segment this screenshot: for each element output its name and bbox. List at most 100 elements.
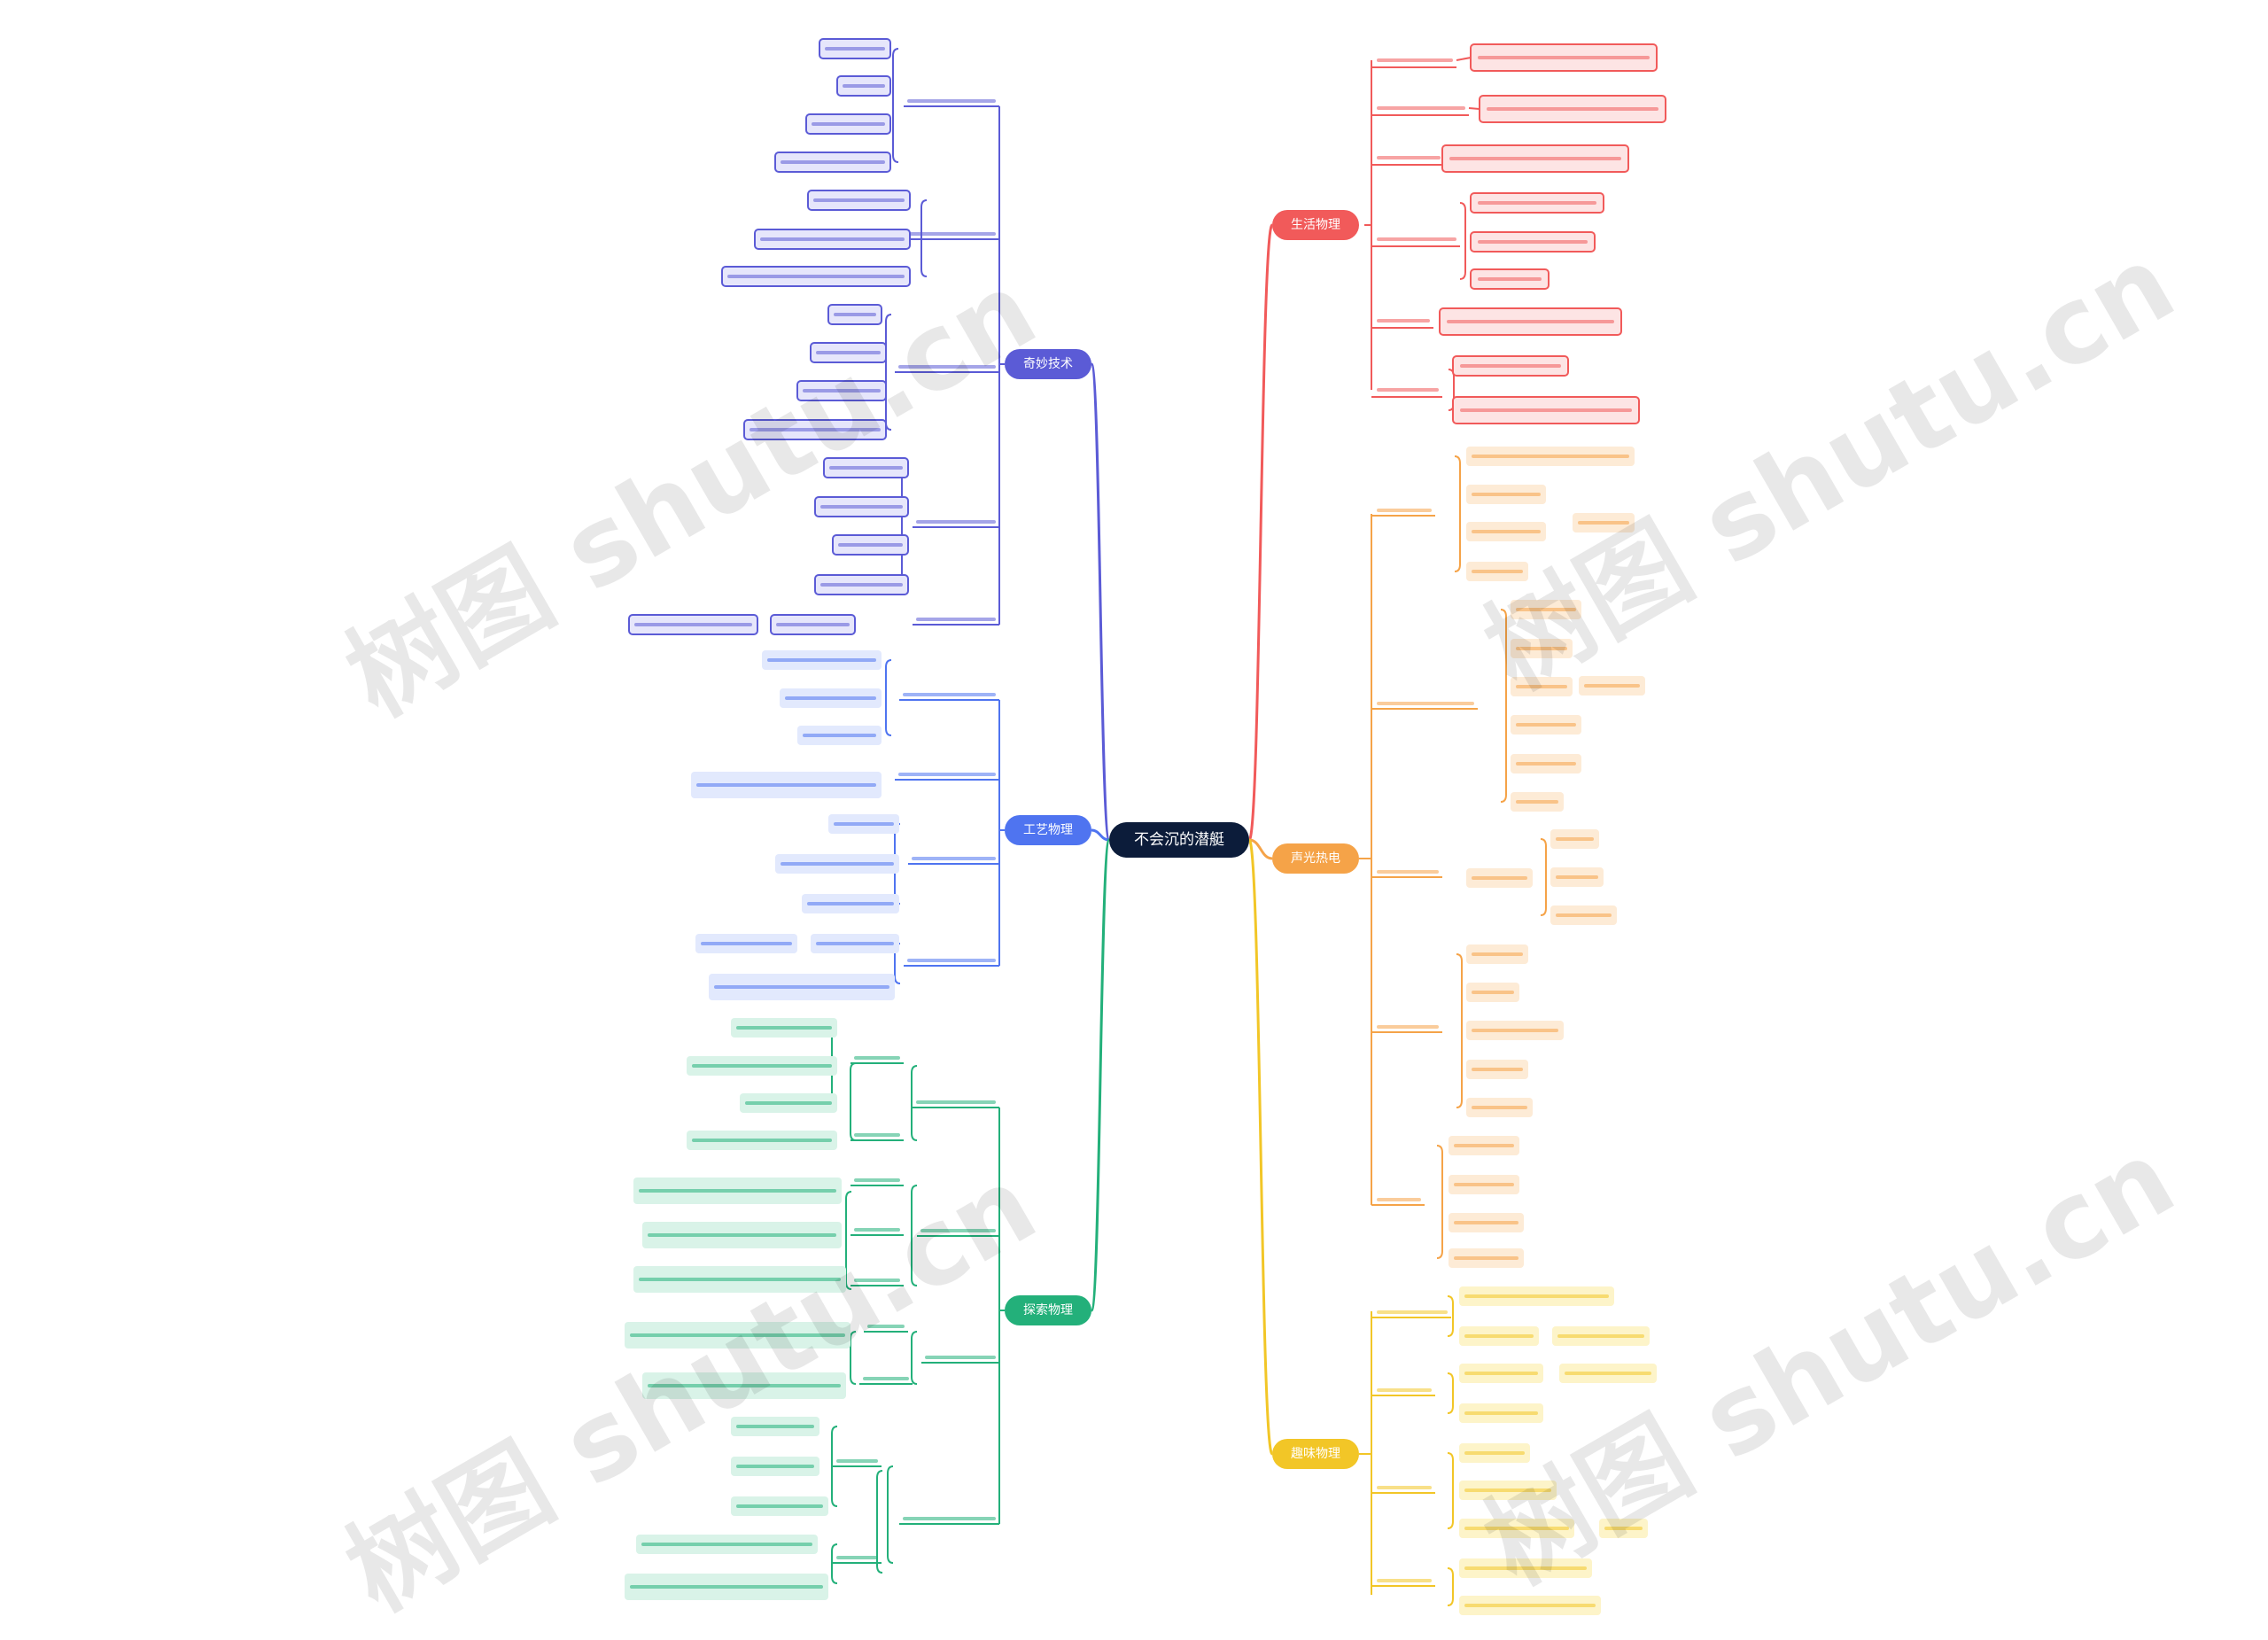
node-label-blur: [1377, 237, 1456, 241]
node-label-blur: [1377, 1310, 1448, 1314]
node-label-blur: [727, 275, 905, 278]
node-label-blur: [907, 99, 996, 103]
node-label-blur: [639, 1189, 836, 1193]
node-label-blur: [630, 1333, 845, 1337]
node-label-blur: [692, 1064, 832, 1068]
branch-node-orange[interactable]: [1272, 843, 1359, 874]
node-label-blur: [745, 1101, 832, 1105]
branch-connector-green: [1090, 838, 1111, 1312]
node-label-blur: [854, 1178, 900, 1182]
connector: [1468, 107, 1480, 110]
node-label-blur: [898, 773, 996, 776]
node-label-blur: [1578, 521, 1629, 525]
node-label-blur: [854, 1279, 900, 1282]
node-label-blur: [834, 822, 894, 826]
node-label-blur: [803, 734, 876, 737]
node-label-blur: [1464, 1604, 1596, 1607]
node-label-blur: [634, 623, 752, 626]
branch-label-red: 生活物理: [1291, 218, 1340, 232]
node-label-blur: [1472, 991, 1514, 994]
node-label-blur: [813, 198, 905, 202]
node-label-blur: [785, 696, 876, 700]
node-label-blur: [1464, 1527, 1569, 1530]
node-label-blur: [1556, 837, 1594, 841]
node-label-blur: [1464, 1334, 1534, 1338]
node-label-blur: [1464, 1372, 1538, 1375]
node-label-blur: [1478, 201, 1596, 205]
node-label-blur: [916, 618, 996, 621]
connector: [1447, 1372, 1454, 1414]
root-node[interactable]: [1109, 822, 1249, 858]
node-label-blur: [736, 1425, 814, 1428]
node-label-blur: [1464, 1294, 1609, 1298]
node-label-blur: [1377, 1198, 1421, 1201]
branch-label-purple: 奇妙技术: [1023, 356, 1073, 371]
node-label-blur: [1472, 1068, 1523, 1071]
connector: [1456, 953, 1463, 1108]
node-label-blur: [1464, 1411, 1538, 1415]
node-label-blur: [854, 1056, 900, 1060]
node-label-blur: [714, 985, 889, 989]
connector: [1456, 57, 1472, 61]
node-label-blur: [1472, 1029, 1558, 1032]
connector: [1540, 838, 1547, 916]
branch-node-purple[interactable]: [1005, 349, 1091, 379]
node-label-blur: [1472, 1106, 1527, 1109]
branch-connector-purple: [1090, 362, 1111, 842]
node-label-blur: [820, 505, 903, 509]
node-label-blur: [834, 313, 876, 316]
connector: [911, 1185, 918, 1286]
node-label-blur: [836, 1556, 878, 1559]
mind-map-connectors: [831, 48, 1547, 1606]
node-label-blur: [701, 942, 792, 945]
root-label: 不会沉的潜艇: [1134, 831, 1224, 849]
node-label-blur: [1454, 1183, 1514, 1186]
node-label-blur: [1377, 1486, 1432, 1489]
connector: [850, 1062, 857, 1141]
node-label-blur: [829, 466, 903, 470]
branch-node-yellow[interactable]: [1272, 1439, 1359, 1469]
node-label-blur: [1604, 1527, 1643, 1530]
node-label-blur: [1464, 1488, 1551, 1492]
connector: [1454, 455, 1461, 572]
node-label-blur: [648, 1384, 841, 1387]
connector: [1447, 1452, 1454, 1529]
node-label-blur: [1565, 1372, 1651, 1375]
connector: [1447, 1295, 1454, 1337]
connector: [876, 1470, 883, 1574]
connector: [885, 659, 892, 736]
branch-node-red[interactable]: [1272, 210, 1359, 240]
node-label-blur: [912, 857, 996, 860]
branch-label-orange: 声光热电: [1291, 851, 1340, 866]
node-label-blur: [1377, 509, 1432, 512]
node-label-blur: [736, 1504, 823, 1508]
node-label-blur: [1449, 157, 1621, 160]
connector: [831, 1543, 838, 1584]
connector: [850, 1331, 857, 1385]
node-label-blur: [736, 1026, 832, 1030]
node-label-blur: [907, 959, 996, 962]
connector: [831, 1426, 838, 1507]
connector: [1448, 369, 1455, 411]
node-label-blur: [1478, 56, 1650, 59]
branch-node-blue[interactable]: [1005, 815, 1091, 845]
node-label-blur: [781, 862, 894, 866]
connector: [1500, 609, 1507, 803]
connector: [911, 1331, 918, 1385]
node-label-blur: [1472, 455, 1629, 458]
node-label-blur: [1377, 1388, 1432, 1392]
node-label-blur: [1516, 800, 1558, 804]
node-label-blur: [816, 351, 881, 354]
node-label-blur: [1472, 952, 1523, 956]
node-label-blur: [1584, 684, 1640, 688]
node-label-blur: [1516, 647, 1567, 650]
connector: [1436, 1145, 1443, 1259]
node-label-blur: [1478, 277, 1542, 281]
node-label-blur: [1447, 320, 1614, 323]
node-label-blur: [736, 1465, 814, 1468]
node-label-blur: [1472, 493, 1541, 496]
branch-node-green[interactable]: [1005, 1295, 1091, 1325]
node-label-blur: [696, 783, 876, 787]
node-label-blur: [807, 902, 894, 905]
